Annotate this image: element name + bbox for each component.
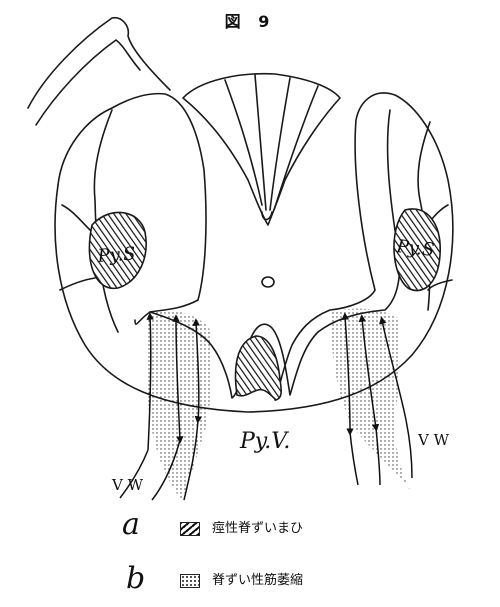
cord-outline-left <box>58 94 206 325</box>
dorsal-root-inner <box>36 40 140 125</box>
vw-left-label: V W <box>111 476 144 494</box>
legend-swatch-dotted <box>180 574 200 588</box>
vw-right-label: V W <box>417 431 450 449</box>
legend-letter-a: a <box>122 510 140 540</box>
ventral-hatched-region <box>236 336 282 400</box>
pyv-label: Py.V. <box>239 429 290 454</box>
central-canal <box>262 277 274 287</box>
legend-swatch-hatched <box>180 522 200 536</box>
legend-text-b: 脊ずい性筋萎縮 <box>212 573 303 589</box>
legend-letter-b: b <box>126 564 145 594</box>
pys-left-label: Py.S <box>96 243 136 267</box>
legend-text-a: 痙性脊ずいまひ <box>212 521 303 537</box>
pys-right-label: Py.S <box>394 236 435 261</box>
